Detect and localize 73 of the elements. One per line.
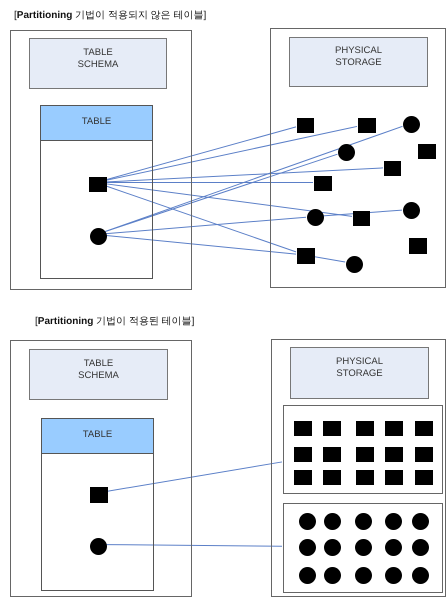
data-square [294,470,312,485]
data-circle [403,202,420,219]
data-square [294,447,312,462]
table-header: TABLE [41,106,152,141]
header-box [290,347,429,399]
data-square [385,421,403,436]
data-circle [324,567,341,584]
outline-panel [271,339,446,597]
data-circle [403,116,420,133]
data-square [415,447,433,462]
data-circle [324,539,341,556]
box-title: PHYSICAL STORAGE [335,356,384,380]
outline-panel [10,30,192,290]
header-box [29,38,167,89]
connector-line [322,210,403,216]
outline-panel [270,28,446,288]
table-box [41,418,154,591]
section-heading: [Partitioning 기법이 적용된 테이블] [35,315,194,328]
data-square [90,487,108,503]
data-square [323,470,341,485]
data-square [323,421,341,436]
box-title: TABLE SCHEMA [76,46,120,70]
data-square [356,470,374,485]
data-square [353,211,370,226]
data-square [415,470,433,485]
data-circle [412,567,429,584]
data-square [415,421,433,436]
data-square [358,118,376,133]
data-circle [355,539,372,556]
data-circle [90,538,107,555]
data-circle [385,539,402,556]
connector-line [104,126,403,232]
connector-line [104,154,338,232]
data-square [385,447,403,462]
data-circle [346,256,363,273]
data-square [409,238,427,254]
data-circle [299,539,316,556]
data-square [323,447,341,462]
data-square [418,144,436,159]
box-title: PHYSICAL STORAGE [334,45,383,69]
header-box [29,349,168,400]
data-circle [412,539,429,556]
outline-panel [10,340,192,597]
connector-line [314,256,346,263]
box-title: TABLE SCHEMA [77,358,120,382]
data-circle [355,567,372,584]
data-circle [412,513,429,530]
data-square [356,421,374,436]
outline-panel [283,405,443,494]
section-heading: [Partitioning 기법이 적용되지 않은 테이블] [14,9,206,22]
table-box [40,105,153,279]
data-circle [338,144,355,161]
data-circle [299,567,316,584]
connector-line [104,216,307,234]
data-square [89,177,107,192]
data-circle [307,209,324,226]
data-square [356,447,374,462]
data-square [297,248,315,264]
header-box [289,37,428,87]
table-header: TABLE [42,419,153,454]
connector-line [104,544,282,547]
data-circle [299,513,316,530]
data-circle [355,513,372,530]
data-square [314,176,332,191]
data-square [294,421,312,436]
data-circle [324,513,341,530]
data-square [384,161,401,176]
data-circle [90,228,107,245]
data-circle [385,513,402,530]
data-circle [385,567,402,584]
data-square [297,118,314,133]
outline-panel [283,503,443,593]
data-square [385,470,403,485]
